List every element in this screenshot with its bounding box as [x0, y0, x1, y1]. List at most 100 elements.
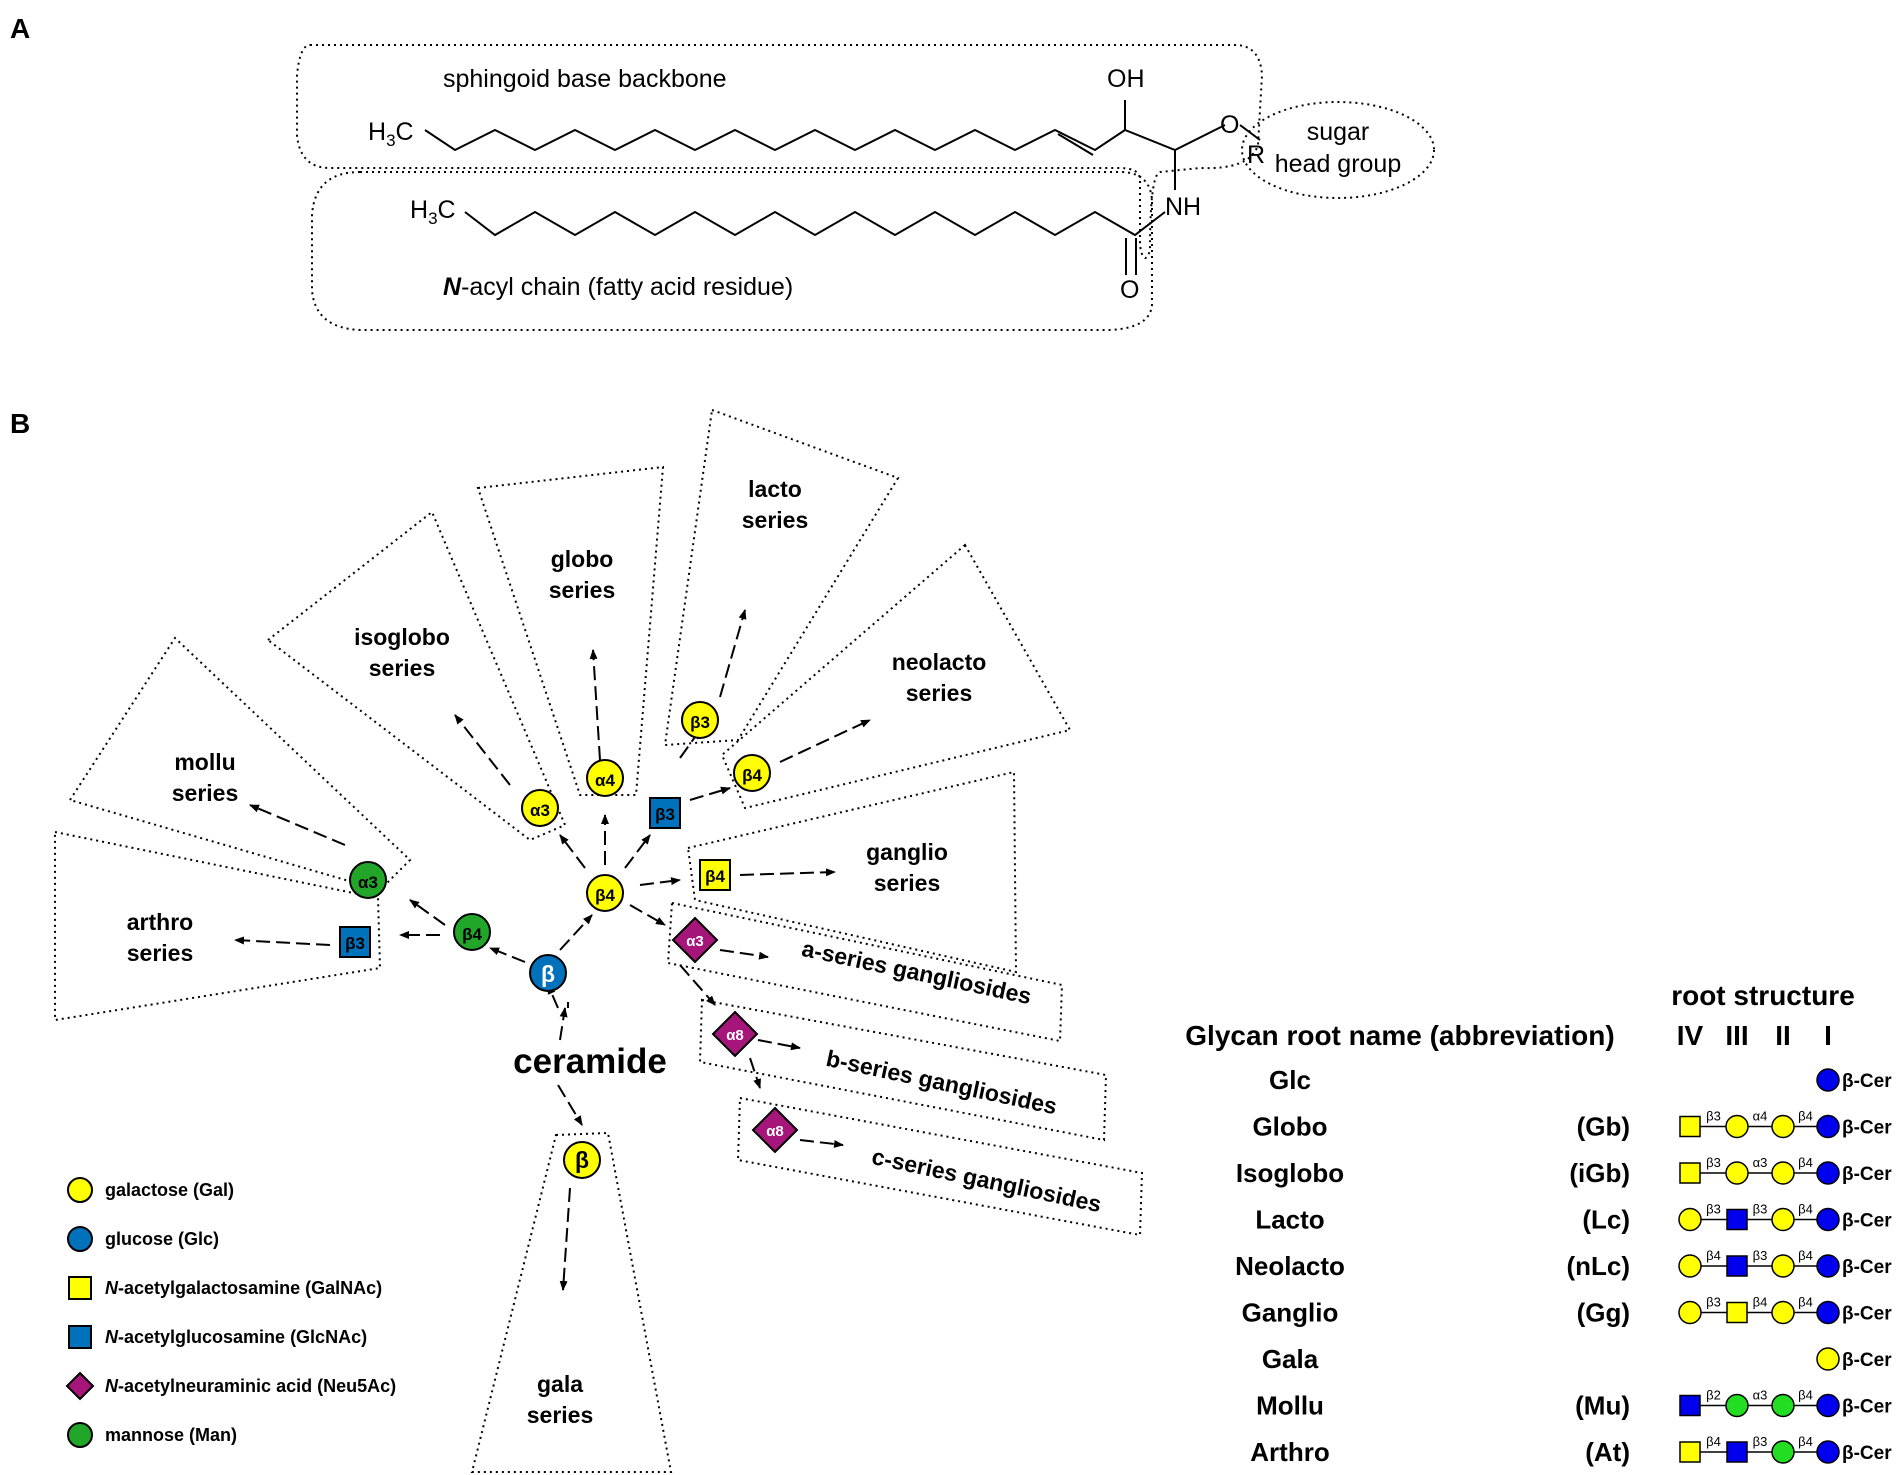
arrow-arthro: [234, 936, 331, 946]
row-name: Neolacto: [1235, 1251, 1345, 1281]
arrow-gal-glcnac: [624, 834, 651, 869]
legend-label-italic: N: [105, 1278, 119, 1298]
gal-iso-linkage: α3: [530, 801, 550, 820]
or-bond: [1239, 124, 1261, 141]
gal-unit: [1678, 1254, 1702, 1278]
h3c-c2: C: [438, 196, 456, 224]
arrow-ganglio: [739, 868, 836, 877]
linkage-label: β3: [1706, 1109, 1721, 1124]
neu-a-residue: [671, 916, 719, 964]
panel-a-chains: [424, 100, 1261, 275]
gala-residue: [563, 1141, 601, 1179]
gala-linkage: β: [575, 1147, 589, 1173]
ganglio-label-1: ganglio: [866, 839, 948, 865]
legend: galactose (Gal)glucose (Glc)N-acetylgala…: [65, 1177, 396, 1448]
row-abbr: (Gg): [1577, 1298, 1630, 1328]
neolacto-label-2: series: [906, 680, 973, 706]
linkage-label: β4: [1798, 1388, 1813, 1403]
cer-label: β-Cer: [1842, 1443, 1892, 1464]
globo-label-1: globo: [551, 546, 614, 572]
arthro-outline: [54, 830, 382, 1022]
panel-b-letter: B: [10, 408, 30, 439]
legend-label-text: -acetylglucosamine (GlcNAc): [118, 1327, 367, 1347]
linkage-label: β3: [1753, 1434, 1768, 1449]
globo-outline: [476, 465, 665, 796]
h3c-h: H: [368, 118, 386, 146]
gal-unit: [1771, 1254, 1795, 1278]
gal-lacto-linkage: β3: [690, 713, 710, 732]
neu-c-linkage: α8: [766, 1123, 784, 1140]
ganglio-label-2: series: [874, 870, 941, 896]
legend-label-text: mannose (Man): [105, 1425, 237, 1445]
gal-unit: [1816, 1347, 1840, 1371]
cer-label: β-Cer: [1842, 1164, 1892, 1185]
acyl-chain: [464, 210, 1166, 237]
h3c-h2: H: [410, 196, 428, 224]
row-name: Arthro: [1250, 1437, 1329, 1467]
cer-label: β-Cer: [1842, 1397, 1892, 1418]
diagram-residues: β β4 β β4 α3 β3 α3 α4 β3 β3 β4 β4 α3 α8 …: [339, 701, 799, 1179]
linkage-label: β4: [1798, 1109, 1813, 1124]
nh-atom: NH: [1165, 193, 1201, 221]
roman-numeral: II: [1775, 1020, 1791, 1051]
glcnac-arthro-residue: [339, 926, 371, 958]
legend-label-italic: N: [105, 1376, 119, 1396]
gal-lacto-residue: [681, 701, 719, 739]
neu-c-residue: [751, 1106, 799, 1154]
galnac-ganglio-residue: [699, 859, 731, 891]
glc-unit: [1816, 1300, 1840, 1325]
galnac-unit: [1726, 1301, 1748, 1324]
arrow-gal-galnac: [639, 877, 681, 886]
o-ether-atom: O: [1220, 111, 1239, 139]
legend-circle-icon: [67, 1422, 93, 1448]
h3c-sub: 3: [386, 131, 395, 150]
lacto-label-1: lacto: [748, 476, 802, 502]
arrow-man-man: [409, 899, 446, 926]
b-series-label: b-series gangliosides: [824, 1045, 1059, 1119]
row-name: Isoglobo: [1236, 1158, 1344, 1188]
legend-circle-icon: [67, 1177, 93, 1203]
cer-label: β-Cer: [1842, 1071, 1892, 1092]
glcnac-unit: [1726, 1255, 1748, 1277]
legend-square-icon: [68, 1325, 92, 1349]
linkage-label: β4: [1706, 1248, 1721, 1263]
oh-atom: OH: [1107, 65, 1145, 93]
arrow-gala-series: [559, 1187, 571, 1291]
gala-label-1: gala: [537, 1371, 583, 1397]
linkage-label: β4: [1798, 1434, 1813, 1449]
gal-neolacto-linkage: β4: [742, 766, 762, 785]
roman-numeral: III: [1725, 1020, 1748, 1051]
lacto-label-2: series: [742, 507, 809, 533]
galnac-unit: [1679, 1162, 1701, 1184]
glcnac-unit: [1726, 1441, 1748, 1463]
arrow-c-series: [799, 1139, 844, 1148]
row-abbr: (Gb): [1577, 1112, 1630, 1142]
r-atom: R: [1247, 141, 1265, 169]
linkage-label: β3: [1753, 1248, 1768, 1263]
neu-b-linkage: α8: [726, 1027, 744, 1044]
o-carbonyl-atom: O: [1120, 276, 1139, 304]
arrow-mollu: [249, 804, 346, 846]
glc-residue: [529, 954, 567, 992]
cer-label: β-Cer: [1842, 1257, 1892, 1278]
row-name: Mollu: [1256, 1391, 1324, 1421]
arrow-cer-up: [559, 1007, 568, 1041]
legend-circle-icon: [67, 1226, 93, 1252]
sugar-label-line1: sugar: [1307, 118, 1370, 146]
cer-label: β-Cer: [1842, 1350, 1892, 1371]
row-abbr: (Lc): [1582, 1205, 1630, 1235]
row-abbr: (Mu): [1575, 1391, 1630, 1421]
legend-label: galactose (Gal): [105, 1180, 234, 1200]
man2-residue: [349, 861, 387, 899]
root-structure-header: root structure: [1671, 980, 1855, 1011]
glc-linkage: β: [541, 961, 555, 987]
row-abbr: (At): [1585, 1437, 1630, 1467]
arrow-cer-gala: [557, 1084, 583, 1126]
